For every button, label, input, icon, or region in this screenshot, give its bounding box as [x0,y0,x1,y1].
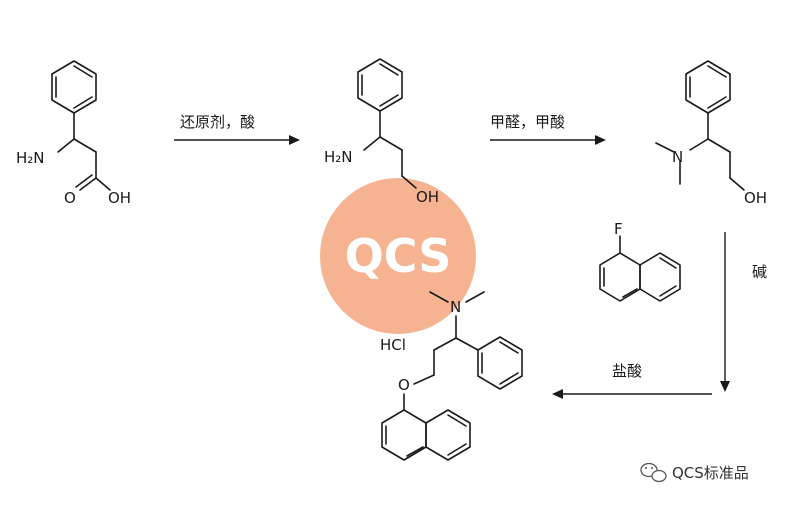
step3-reagent: 碱 [752,263,767,281]
wechat-icon [640,462,667,483]
hydroxyl-label: OH [108,189,131,207]
molecule-fluoronaphthalene: F [599,220,681,302]
phenyl-ring [357,58,403,112]
step4-reagent: 盐酸 [612,362,642,380]
amine-label: H₂N [324,148,353,166]
phenyl-ring [685,60,731,114]
molecule-dimethylamino-alcohol: N OH [655,60,767,207]
molecule-amino-acid: H₂N O OH [16,60,131,207]
phenyl-ring [51,60,97,114]
step2-reagent: 甲醛，甲酸 [490,113,565,131]
dimethyl-n-label: N [450,298,461,316]
ether-o-label: O [398,376,410,394]
step1-arrow: 还原剂，酸 [174,113,300,145]
fluoro-label: F [614,220,623,238]
hcl-label: HCl [380,336,406,354]
molecule-amino-alcohol: H₂N OH [324,58,439,206]
watermark-text: QCS [345,229,452,283]
amine-label: H₂N [16,149,45,167]
step3-arrow: 碱 [720,232,767,392]
phenyl-ring [477,336,523,390]
step2-arrow: 甲醛，甲酸 [490,113,606,145]
dimethyl-n-label: N [672,148,683,166]
molecule-dapoxetine-hcl: N O HCl [380,291,523,461]
step4-arrow: 盐酸 [552,362,712,399]
step1-reagent: 还原剂，酸 [180,113,255,131]
carbonyl-o-label: O [64,189,76,207]
hydroxyl-label: OH [744,189,767,207]
hydroxyl-label: OH [416,188,439,206]
brand-label: QCS标准品 [672,464,749,482]
brand-footer: QCS标准品 [640,462,749,483]
